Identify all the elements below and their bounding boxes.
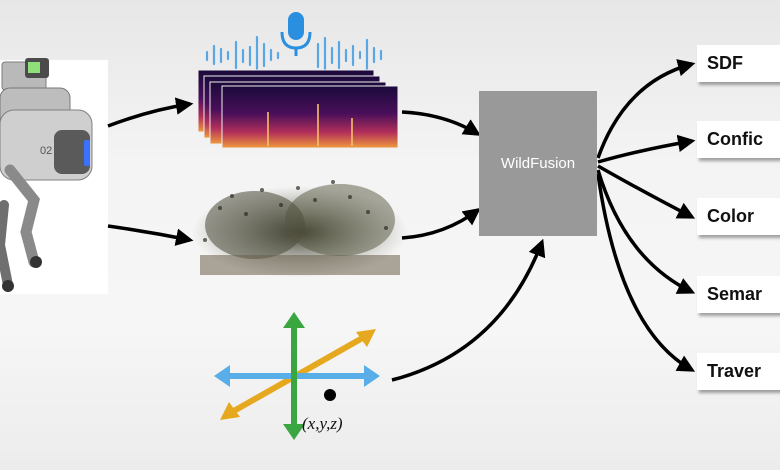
microphone-icon (280, 12, 312, 56)
output-color: Color (697, 198, 780, 235)
quadruped-robot-image: 02 (0, 58, 108, 294)
output-confidence: Confic (697, 121, 780, 158)
spectrogram-image (197, 69, 399, 149)
output-confidence-label: Confic (707, 129, 763, 149)
output-sdf: SDF (697, 45, 780, 82)
robot-badge: 02 (40, 145, 52, 157)
output-sdf-label: SDF (707, 53, 743, 73)
output-traversability-label: Traver (707, 361, 762, 381)
coordinate-label: (x,y,z) (302, 414, 343, 433)
audio-waveform-icon (205, 35, 383, 74)
output-traversability: Traver (697, 353, 780, 390)
output-semantic: Semar (697, 276, 780, 313)
wildfusion-node: WildFusion (479, 91, 597, 236)
output-color-label: Color (707, 206, 754, 226)
output-semantic-label: Semar (707, 284, 763, 304)
point-cloud-image (192, 180, 408, 278)
wildfusion-label: WildFusion (500, 155, 576, 172)
input-arrows (107, 97, 546, 382)
3d-axes-icon (214, 312, 380, 440)
output-arrows (596, 59, 696, 372)
